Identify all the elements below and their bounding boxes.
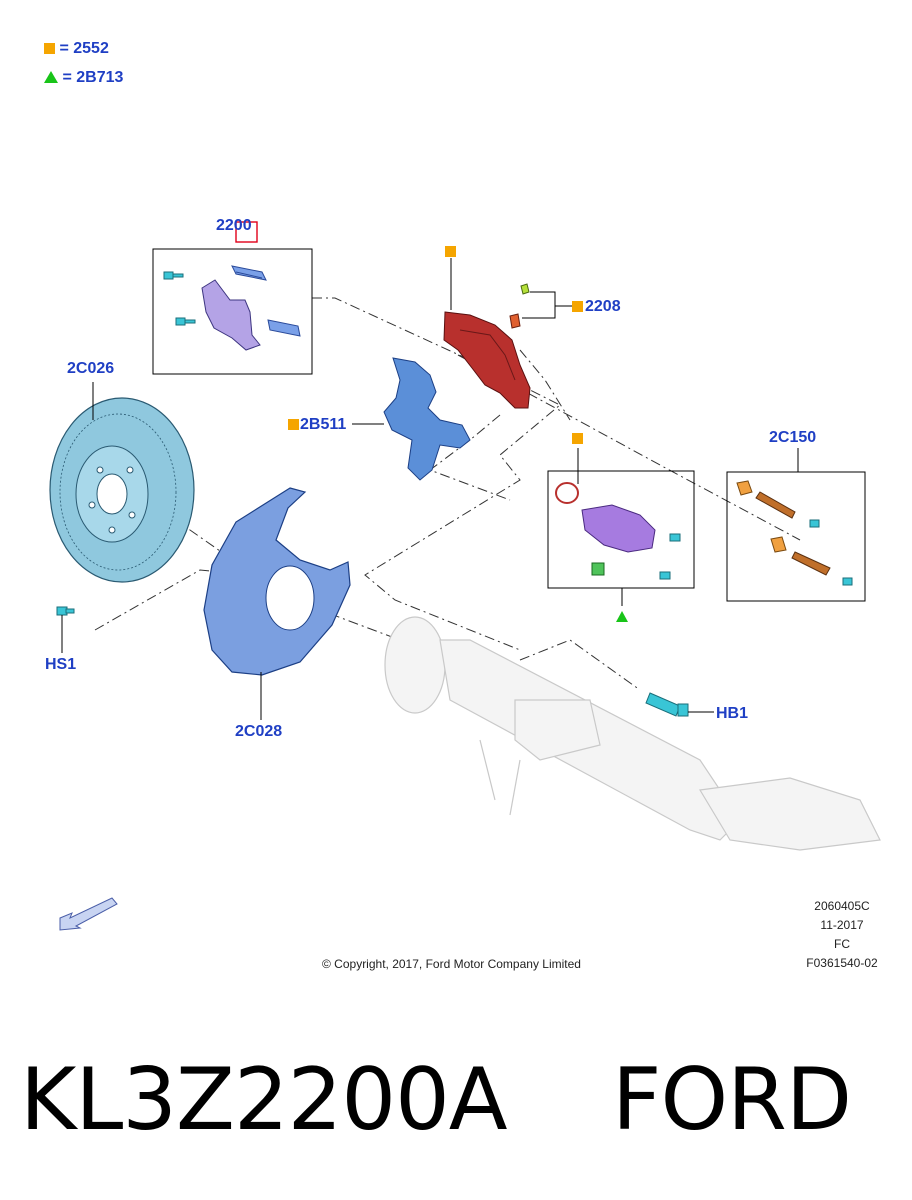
- green-triangle-icon: [44, 71, 58, 83]
- grommet: [591, 562, 605, 576]
- orange-square-icon: [572, 433, 583, 444]
- orange-square-icon: [288, 419, 299, 430]
- bolt-icon: [809, 519, 820, 528]
- diagram-date: 11-2017: [820, 918, 864, 932]
- diagram-fc: FC: [834, 937, 850, 951]
- callout-hb1: HB1: [716, 705, 749, 722]
- copyright-notice: © Copyright, 2017, Ford Motor Company Li…: [322, 957, 581, 971]
- brake-rotor: [49, 382, 195, 583]
- rear-axle: [384, 616, 881, 851]
- orange-square-icon: [445, 246, 456, 257]
- page-title: KL3Z2200A FORD: [20, 1050, 852, 1150]
- pin-kit-box: [726, 448, 866, 602]
- o-ring: [555, 482, 579, 504]
- pad-kit-box: [152, 221, 313, 375]
- dust-shield: [203, 487, 351, 720]
- legend-row-2552: = 2552: [44, 40, 109, 58]
- callout-2c028: 2C028: [235, 723, 283, 740]
- legend-row-2b713: = 2B713: [44, 69, 123, 87]
- orange-square-icon: [572, 301, 583, 312]
- callout-hs1: HS1: [45, 656, 77, 673]
- bleeder-screw: [509, 313, 521, 329]
- bolt-icon: [669, 533, 681, 542]
- caliper: [443, 246, 583, 409]
- callout-2200: 2200: [216, 217, 252, 234]
- green-triangle-icon: [616, 611, 628, 622]
- legend-eq: =: [59, 40, 69, 57]
- orange-square-icon: [44, 43, 55, 54]
- brake-pad: [201, 279, 261, 351]
- callout-2c150: 2C150: [769, 429, 817, 446]
- pad-clip: [267, 319, 301, 337]
- diagram-code: 2060405C: [814, 899, 870, 913]
- callout-2c026: 2C026: [67, 360, 115, 377]
- legend-code-2b713: 2B713: [76, 69, 124, 86]
- piston-kit-box: [547, 433, 695, 622]
- shield-bolt: [56, 606, 75, 653]
- guide-pin: [791, 551, 831, 576]
- callout-2208: 2208: [585, 298, 621, 315]
- diagram-ref: F0361540-02: [806, 956, 878, 970]
- bolt-icon: [659, 571, 671, 580]
- bleeder-cap: [520, 283, 530, 295]
- legend-code-2552: 2552: [73, 40, 109, 57]
- callout-2b511: 2B511: [300, 416, 347, 433]
- pin-boot: [770, 536, 787, 553]
- bolt-icon: [842, 577, 853, 586]
- guide-pin: [755, 491, 796, 519]
- bolt-icon: [163, 271, 184, 280]
- highlight-box: [235, 221, 258, 243]
- direction-arrow-icon: [59, 897, 118, 931]
- hub-bolt: [645, 692, 714, 717]
- brake-exploded-diagram: [49, 221, 881, 931]
- pin-boot: [736, 480, 753, 496]
- bolt-icon: [175, 317, 196, 326]
- legend-eq: =: [62, 69, 72, 86]
- anchor-bracket: [288, 357, 471, 481]
- pad-clip: [231, 265, 267, 281]
- piston-housing: [581, 504, 656, 553]
